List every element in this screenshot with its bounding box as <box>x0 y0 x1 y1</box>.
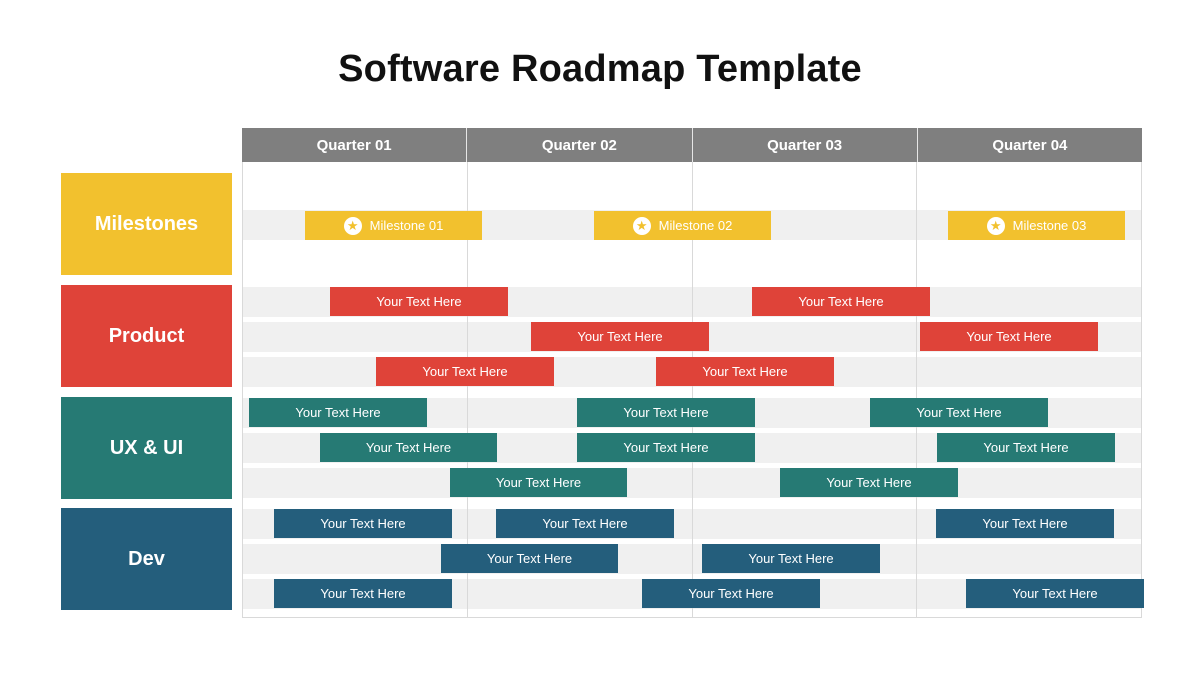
quarter-divider <box>916 162 917 618</box>
product-task-bar: Your Text Here <box>376 357 554 386</box>
quarter-2-header: Quarter 02 <box>467 128 693 162</box>
quarter-3-header: Quarter 03 <box>693 128 918 162</box>
product-task-bar: Your Text Here <box>531 322 709 351</box>
product-task-bar: Your Text Here <box>330 287 508 316</box>
milestone-bar: ★ Milestone 01 <box>305 211 482 240</box>
dev-task-bar: Your Text Here <box>441 544 618 573</box>
category-milestones: Milestones <box>61 173 232 275</box>
product-task-bar: Your Text Here <box>752 287 930 316</box>
ux-task-bar: Your Text Here <box>320 433 497 462</box>
ux-task-bar: Your Text Here <box>450 468 627 497</box>
product-task-bar: Your Text Here <box>920 322 1098 351</box>
page-title: Software Roadmap Template <box>338 48 862 90</box>
ux-task-bar: Your Text Here <box>937 433 1115 462</box>
ux-task-bar: Your Text Here <box>577 398 755 427</box>
quarter-divider <box>467 162 468 618</box>
dev-task-bar: Your Text Here <box>642 579 820 608</box>
category-ux-ui: UX & UI <box>61 397 232 499</box>
product-task-bar: Your Text Here <box>656 357 834 386</box>
milestone-bar: ★ Milestone 03 <box>948 211 1125 240</box>
quarter-4-header: Quarter 04 <box>992 136 1068 154</box>
milestone-label: Milestone 01 <box>369 218 444 233</box>
quarter-divider <box>692 162 693 618</box>
dev-task-bar: Your Text Here <box>274 509 452 538</box>
category-product: Product <box>61 285 232 387</box>
ux-task-bar: Your Text Here <box>249 398 427 427</box>
dev-task-bar: Your Text Here <box>702 544 880 573</box>
category-dev: Dev <box>61 508 232 610</box>
ux-task-bar: Your Text Here <box>870 398 1048 427</box>
star-icon: ★ <box>632 216 651 235</box>
milestone-bar: ★ Milestone 02 <box>594 211 771 240</box>
dev-task-bar: Your Text Here <box>274 579 452 608</box>
milestone-label: Milestone 03 <box>1012 218 1087 233</box>
dev-task-bar: Your Text Here <box>936 509 1114 538</box>
quarter-1-header: Quarter 01 <box>242 128 468 162</box>
ux-task-bar: Your Text Here <box>780 468 958 497</box>
dev-task-bar: Your Text Here <box>496 509 674 538</box>
ux-task-bar: Your Text Here <box>577 433 755 462</box>
star-icon: ★ <box>986 216 1005 235</box>
star-icon: ★ <box>343 216 362 235</box>
milestone-label: Milestone 02 <box>658 218 733 233</box>
quarter-header: Quarter 01 Quarter 02 Quarter 03 Quarter… <box>242 128 1142 162</box>
dev-task-bar: Your Text Here <box>966 579 1144 608</box>
